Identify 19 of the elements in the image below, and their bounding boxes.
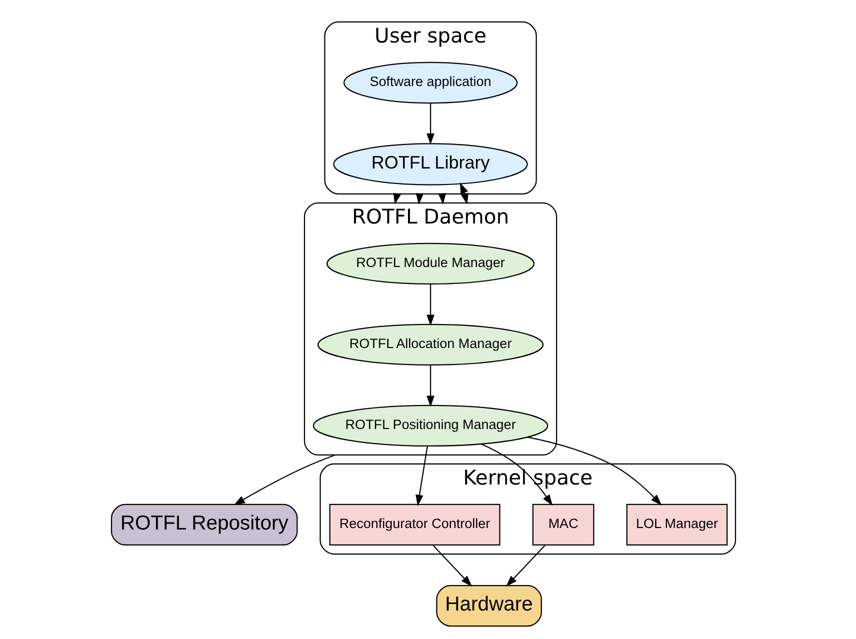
arrow [527,436,662,506]
node-ellipse: ROTFL Allocation Manager [318,324,544,366]
node-ellipse: ROTFL Module Manager [326,242,535,284]
node-box: MAC [532,504,594,546]
node-box: ROTFL Repository [110,504,298,546]
arrow [426,103,434,145]
node-ellipse: ROTFL Library [333,143,528,186]
node-box: Hardware [436,584,542,627]
node-ellipse: Software application [343,62,518,104]
node-box: Reconfigurator Controller [329,504,500,546]
arrow [416,446,428,506]
node-box: LOL Manager [626,504,728,546]
arrow [426,284,434,326]
node-ellipse: ROTFL Positioning Manager [312,404,548,447]
arrow [506,544,546,587]
arrow [426,365,434,408]
arrow [432,544,472,587]
arrow [234,454,336,506]
arrow [460,182,468,205]
